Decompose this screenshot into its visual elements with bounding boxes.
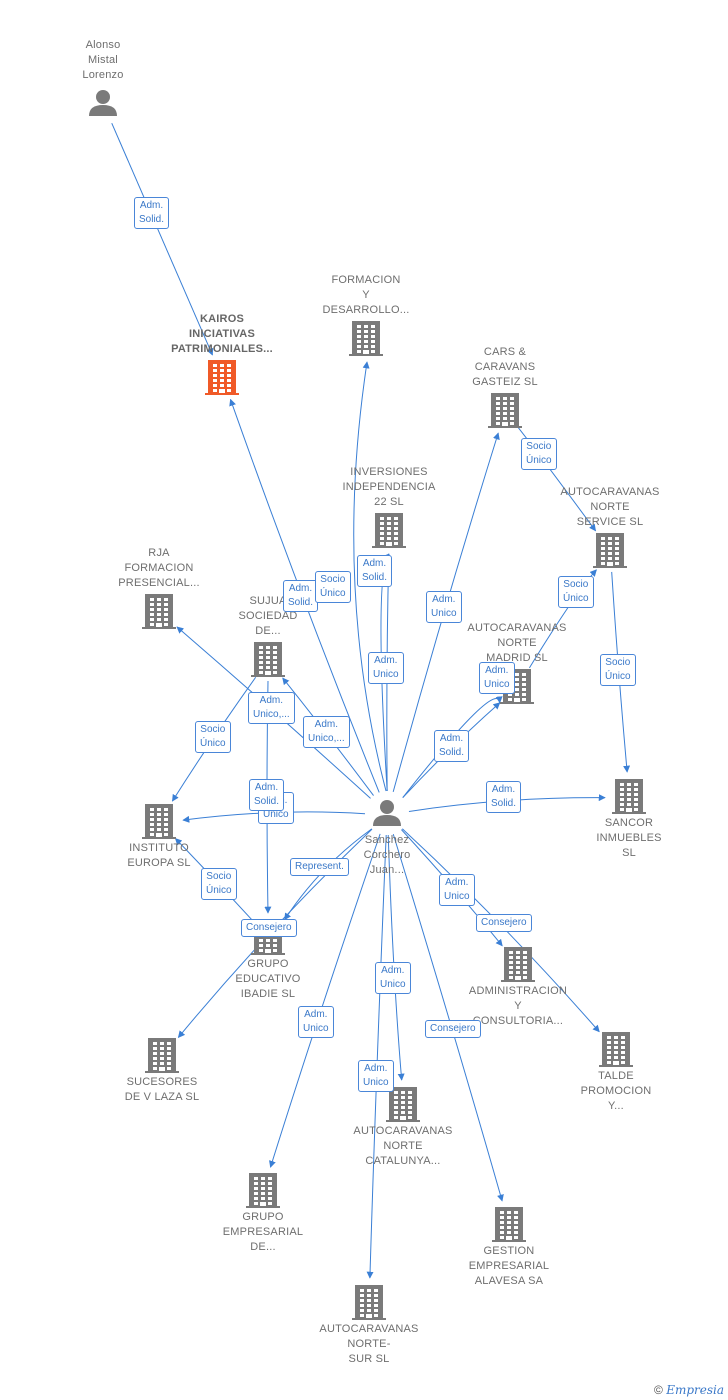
edge-role-label: Adm. Solid.	[434, 730, 470, 762]
edge-role-label: Adm. Unico	[479, 662, 515, 694]
building-icon[interactable]	[246, 1173, 280, 1208]
building-icon[interactable]	[501, 947, 535, 982]
building-icon[interactable]	[372, 513, 406, 548]
relationship-edge	[366, 834, 387, 1279]
edge-role-label: Adm. Unico	[298, 1006, 334, 1038]
edge-role-label: Adm. Unico	[368, 652, 404, 684]
relationship-edge	[402, 696, 503, 798]
edge-role-label: Adm. Unico	[439, 874, 475, 906]
edge-role-label: Adm. Solid.	[283, 580, 319, 612]
edge-role-label: Socio Único	[201, 868, 237, 900]
edge-role-label: Consejero	[241, 919, 297, 937]
person-icon[interactable]	[373, 800, 401, 826]
edge-role-label: Adm. Unico	[426, 591, 462, 623]
edge-role-label: Socio Único	[600, 654, 636, 686]
building-icon[interactable]	[492, 1207, 526, 1242]
building-icon[interactable]	[488, 393, 522, 428]
building-icon[interactable]	[142, 804, 176, 839]
edge-role-label: Adm. Solid.	[486, 781, 522, 813]
building-icon[interactable]	[599, 1032, 633, 1067]
building-icon[interactable]	[386, 1087, 420, 1122]
building-icon[interactable]	[142, 594, 176, 629]
edge-role-label: Adm. Unico,...	[303, 716, 350, 748]
edge-role-label: Socio Único	[195, 721, 231, 753]
edge-role-label: Adm. Unico	[375, 962, 411, 994]
edge-role-label: Socio Único	[315, 571, 351, 603]
building-icon[interactable]	[251, 642, 285, 677]
edge-role-label: Adm. Unico,...	[248, 692, 295, 724]
relationship-edge	[353, 361, 387, 792]
edge-role-label: Consejero	[476, 914, 532, 932]
footer-brand[interactable]: © Empresia	[654, 1383, 724, 1397]
building-icon[interactable]	[612, 779, 646, 814]
edge-role-label: Consejero	[425, 1020, 481, 1038]
edge-role-label: Socio Único	[558, 576, 594, 608]
person-icon[interactable]	[89, 90, 117, 116]
building-icon[interactable]	[593, 533, 627, 568]
copyright-symbol: ©	[654, 1383, 663, 1397]
edge-role-label: Socio Único	[521, 438, 557, 470]
edge-role-label: Adm. Solid.	[357, 555, 393, 587]
brand-name: Empresia	[666, 1383, 724, 1397]
building-icon[interactable]	[145, 1038, 179, 1073]
edge-role-label: Represent.	[290, 858, 349, 876]
building-icon[interactable]	[205, 360, 239, 395]
building-icon[interactable]	[352, 1285, 386, 1320]
edge-role-label: Adm. Unico	[358, 1060, 394, 1092]
building-icon[interactable]	[349, 321, 383, 356]
edge-role-label: Adm. Solid.	[249, 779, 285, 811]
edge-role-label: Adm. Solid.	[134, 197, 170, 229]
